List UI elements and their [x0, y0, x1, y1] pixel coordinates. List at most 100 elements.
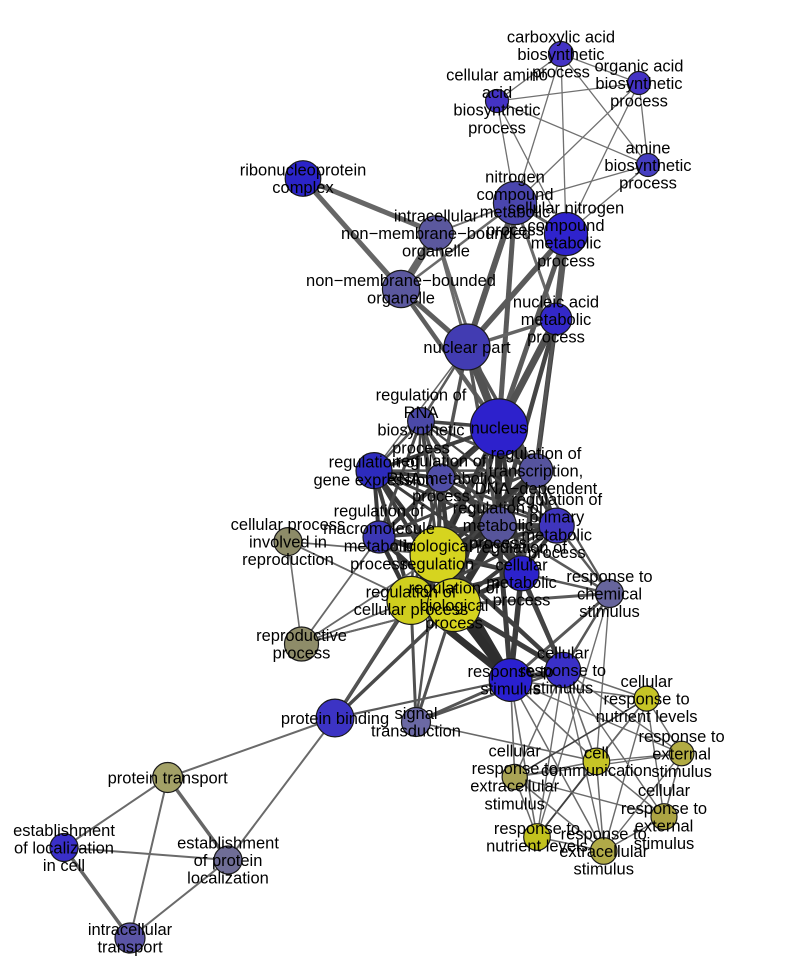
svg-text:metabolic: metabolic: [344, 538, 415, 556]
svg-text:communication: communication: [541, 762, 652, 780]
svg-text:response to: response to: [467, 663, 553, 681]
svg-text:intracellular: intracellular: [88, 921, 173, 939]
svg-text:cellular process: cellular process: [231, 516, 346, 534]
svg-text:metabolic: metabolic: [480, 204, 551, 222]
svg-text:biological: biological: [420, 597, 489, 615]
svg-text:in cell: in cell: [43, 857, 85, 875]
svg-text:regulation of: regulation of: [366, 584, 457, 602]
svg-text:acid: acid: [482, 84, 512, 102]
svg-text:extracellular: extracellular: [470, 778, 559, 796]
svg-text:nitrogen: nitrogen: [485, 169, 545, 187]
svg-text:amine: amine: [626, 139, 671, 157]
svg-text:metabolic: metabolic: [521, 526, 592, 544]
svg-text:biosynthetic: biosynthetic: [595, 75, 682, 93]
svg-text:involved in: involved in: [249, 534, 327, 552]
svg-text:non−membrane−bounded: non−membrane−bounded: [341, 225, 531, 243]
svg-text:metabolic: metabolic: [463, 517, 534, 535]
svg-text:biosynthetic: biosynthetic: [604, 157, 691, 175]
svg-text:nutrient levels: nutrient levels: [596, 708, 698, 726]
svg-text:stimulus: stimulus: [484, 795, 545, 813]
svg-text:stimulus: stimulus: [634, 835, 695, 853]
svg-text:regulation of: regulation of: [334, 503, 425, 521]
svg-text:process: process: [392, 439, 450, 457]
svg-text:cellular: cellular: [495, 556, 548, 574]
svg-text:regulation of: regulation of: [511, 491, 602, 509]
svg-text:nutrient levels: nutrient levels: [486, 838, 588, 856]
svg-text:organelle: organelle: [402, 243, 470, 261]
svg-text:response to: response to: [638, 728, 724, 746]
svg-text:process: process: [528, 544, 586, 562]
svg-text:transport: transport: [97, 939, 163, 957]
svg-text:primary: primary: [529, 509, 585, 527]
svg-text:cellular: cellular: [489, 743, 542, 761]
svg-text:response to: response to: [603, 691, 689, 709]
svg-text:biosynthetic: biosynthetic: [377, 422, 464, 440]
svg-text:metabolic: metabolic: [531, 235, 602, 253]
svg-text:process: process: [469, 535, 527, 553]
svg-text:protein transport: protein transport: [108, 769, 229, 787]
svg-text:regulation of: regulation of: [476, 539, 567, 557]
svg-text:response to: response to: [520, 662, 606, 680]
svg-text:carboxylic acid: carboxylic acid: [507, 28, 615, 46]
svg-text:process: process: [350, 555, 408, 573]
svg-text:complex: complex: [272, 179, 334, 197]
svg-text:regulation of: regulation of: [491, 445, 582, 463]
svg-text:response to: response to: [494, 820, 580, 838]
svg-text:organelle: organelle: [367, 290, 435, 308]
svg-text:cell: cell: [584, 745, 609, 763]
svg-text:stimulus: stimulus: [579, 603, 640, 621]
svg-text:extracellular: extracellular: [559, 843, 648, 861]
svg-text:stimulus: stimulus: [651, 763, 712, 781]
svg-text:transcription,: transcription,: [489, 463, 583, 481]
svg-text:establishment: establishment: [177, 834, 279, 852]
svg-text:signal: signal: [394, 705, 437, 723]
svg-text:cellular process: cellular process: [354, 601, 469, 619]
svg-text:macromolecule: macromolecule: [323, 520, 435, 538]
svg-text:cellular: cellular: [537, 644, 590, 662]
svg-text:process: process: [610, 93, 668, 111]
svg-text:metabolic: metabolic: [486, 574, 557, 592]
svg-text:stimulus: stimulus: [573, 861, 634, 879]
svg-text:response to: response to: [472, 760, 558, 778]
svg-text:biological: biological: [404, 538, 473, 556]
svg-text:of protein: of protein: [194, 852, 263, 870]
svg-text:process: process: [532, 64, 590, 82]
svg-text:metabolic: metabolic: [521, 311, 592, 329]
svg-text:compound: compound: [476, 186, 553, 204]
svg-text:response to: response to: [561, 825, 647, 843]
svg-text:biosynthetic: biosynthetic: [453, 102, 540, 120]
svg-text:process: process: [537, 252, 595, 270]
svg-text:RNA: RNA: [404, 404, 439, 422]
svg-text:nucleus: nucleus: [471, 419, 528, 437]
svg-text:gene expression: gene expression: [313, 471, 434, 489]
svg-text:stimulus: stimulus: [533, 680, 594, 698]
svg-text:process: process: [412, 488, 470, 506]
svg-text:process: process: [273, 645, 331, 663]
svg-text:regulation of: regulation of: [329, 454, 420, 472]
svg-text:response to: response to: [621, 800, 707, 818]
svg-text:cellular: cellular: [620, 673, 673, 691]
svg-text:intracellular: intracellular: [394, 207, 479, 225]
svg-text:non−membrane−bounded: non−membrane−bounded: [306, 272, 496, 290]
svg-text:nucleic acid: nucleic acid: [513, 293, 599, 311]
svg-text:process: process: [527, 329, 585, 347]
svg-text:process: process: [468, 119, 526, 137]
svg-text:regulation of: regulation of: [409, 579, 500, 597]
svg-text:of localization: of localization: [14, 839, 114, 857]
svg-text:stimulus: stimulus: [480, 681, 541, 699]
svg-text:reproduction: reproduction: [242, 551, 334, 569]
svg-text:regulation of: regulation of: [396, 452, 487, 470]
svg-text:process: process: [493, 592, 551, 610]
svg-text:regulation: regulation: [402, 555, 474, 573]
svg-text:process: process: [425, 615, 483, 633]
svg-text:chemical: chemical: [577, 585, 642, 603]
svg-text:process: process: [619, 175, 677, 193]
svg-text:regulation of: regulation of: [453, 499, 544, 517]
svg-text:transduction: transduction: [371, 723, 461, 741]
svg-text:response to: response to: [566, 568, 652, 586]
svg-text:DNA−dependent: DNA−dependent: [475, 480, 598, 498]
svg-text:ribonucleoprotein: ribonucleoprotein: [240, 162, 367, 180]
svg-text:reproductive: reproductive: [256, 627, 347, 645]
svg-text:localization: localization: [187, 870, 269, 888]
svg-text:RNA metabolic: RNA metabolic: [386, 470, 495, 488]
